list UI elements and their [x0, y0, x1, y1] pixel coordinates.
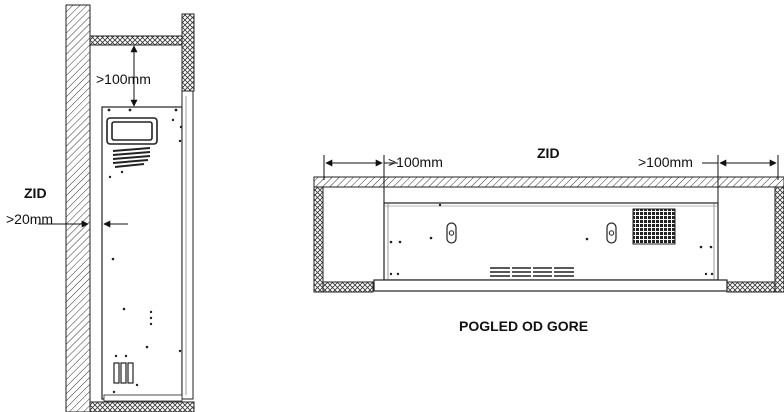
unit-connectors	[113, 362, 134, 384]
top-view: >100mm >100mm ZID POGLED OD GORE	[313, 145, 784, 334]
side-top-clearance-label: >100mm	[96, 71, 151, 87]
top-left-clearance-label: >100mm	[388, 154, 443, 170]
top-wall-label: ZID	[537, 145, 560, 161]
top-left-wall	[313, 186, 324, 293]
top-right-clearance-label: >100mm	[638, 154, 693, 170]
side-wall	[65, 4, 91, 412]
side-unit	[101, 90, 194, 402]
side-ceiling	[89, 35, 183, 46]
top-wall	[313, 176, 784, 188]
top-unit-vents	[490, 266, 574, 278]
side-view: >100mm >20mm ZID	[6, 4, 195, 412]
side-right-block	[181, 13, 195, 92]
top-view-caption: POGLED OD GORE	[459, 318, 588, 334]
top-unit	[373, 202, 728, 292]
top-unit-grille	[632, 208, 676, 245]
side-wall-label: ZID	[24, 185, 47, 201]
unit-vent	[112, 147, 151, 168]
side-clearance-label: >20mm	[6, 211, 53, 227]
top-right-wall	[774, 186, 784, 293]
side-floor	[89, 401, 195, 412]
